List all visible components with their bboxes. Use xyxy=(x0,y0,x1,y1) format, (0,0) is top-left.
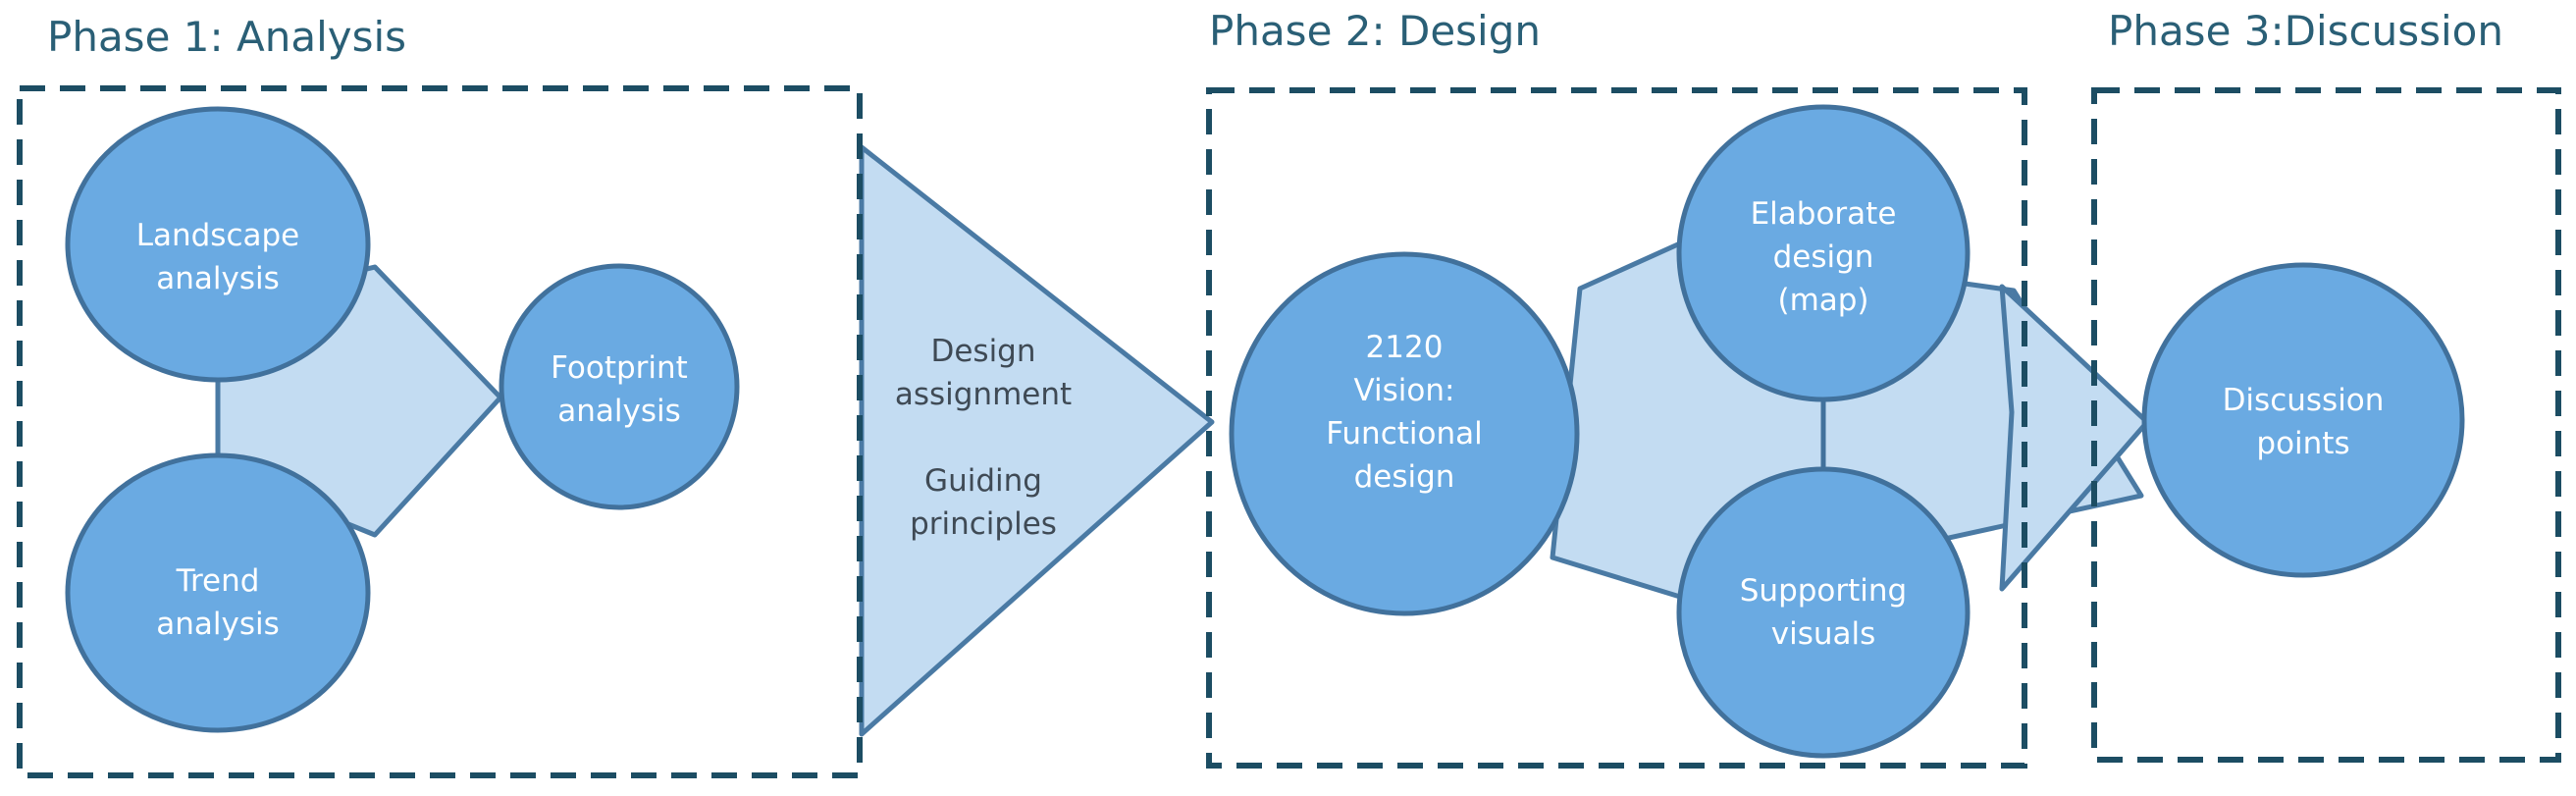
label-line: Trend xyxy=(176,563,260,599)
supporting-node: Supporting visuals xyxy=(1676,466,1971,759)
label-line: design xyxy=(1773,239,1874,275)
landscape-node: Landscape analysis xyxy=(65,106,371,383)
label-line: Footprint xyxy=(551,350,688,386)
label-line: assignment xyxy=(895,377,1072,412)
label-line: Supporting xyxy=(1740,573,1908,609)
phase-3-frame xyxy=(2091,87,2561,763)
label-line: analysis xyxy=(557,394,681,429)
phase-2-frame xyxy=(1206,87,2027,769)
label-line: 2120 xyxy=(1366,330,1444,365)
footprint-node-label: Footprint analysis xyxy=(551,350,688,429)
label-line: design xyxy=(1354,459,1455,495)
trend-node-label: Trend analysis xyxy=(156,563,280,642)
elaborate-node-label: Elaborate design (map) xyxy=(1751,196,1897,318)
arrow-label-assignment: Design assignment xyxy=(895,334,1072,412)
label-line: Functional xyxy=(1326,416,1482,451)
label-line: Landscape xyxy=(136,218,300,253)
phase-1-to-2-arrow xyxy=(859,144,1215,737)
phase-1-frame xyxy=(17,85,863,778)
label-line: Design xyxy=(930,334,1035,369)
supporting-node-label: Supporting visuals xyxy=(1740,573,1908,652)
trend-node: Trend analysis xyxy=(65,452,371,733)
discussion-node: Discussion points xyxy=(2141,262,2465,578)
label-line: points xyxy=(2256,426,2349,461)
label-line: visuals xyxy=(1771,616,1876,652)
label-line: analysis xyxy=(156,261,280,296)
phase-2-title: Phase 2: Design xyxy=(1209,7,1541,55)
phase-3-title: Phase 3:Discussion xyxy=(2108,7,2503,55)
label-line: principles xyxy=(910,506,1057,542)
label-line: analysis xyxy=(156,607,280,642)
discussion-node-label: Discussion points xyxy=(2223,383,2385,461)
arrow-label-principles: Guiding principles xyxy=(910,463,1057,542)
label-line: (map) xyxy=(1777,283,1868,318)
phase-2-to-3-arrow xyxy=(1999,284,2150,592)
label-line: Guiding xyxy=(924,463,1042,499)
label-line: Elaborate xyxy=(1751,196,1897,232)
footprint-node: Footprint analysis xyxy=(499,263,740,510)
elaborate-node: Elaborate design (map) xyxy=(1676,104,1971,402)
label-line: Discussion xyxy=(2223,383,2385,418)
label-line: Vision: xyxy=(1354,373,1455,408)
phase-1-title: Phase 1: Analysis xyxy=(47,13,406,61)
landscape-node-label: Landscape analysis xyxy=(136,218,300,296)
